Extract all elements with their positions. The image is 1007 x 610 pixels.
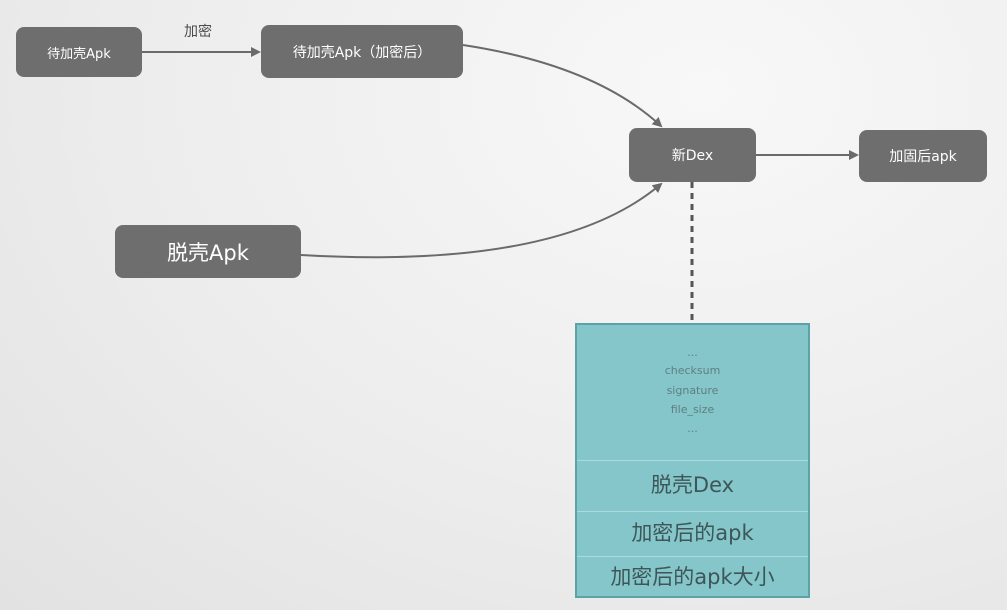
- node-hardened-apk-label: 加固后apk: [889, 149, 957, 165]
- node-shell-apk-label: 脱壳Apk: [167, 240, 249, 265]
- node-shell-apk: 脱壳Apk: [115, 225, 301, 278]
- node-unpacked-apk-label: 待加壳Apk: [47, 46, 111, 62]
- arrow-shell-to-dex: [300, 182, 663, 259]
- dex-field-ellipsis-bottom: ...: [687, 422, 698, 435]
- dex-structure-box: ... checksum signature file_size ... 脱壳D…: [575, 323, 810, 598]
- dex-divider-2: [577, 511, 808, 512]
- dex-field-checksum: checksum: [664, 364, 721, 377]
- dex-field-file-size: file_size: [670, 403, 715, 416]
- dex-field-signature: signature: [666, 384, 719, 397]
- dex-section-shell-dex: 脱壳Dex: [650, 473, 735, 497]
- dex-section-encrypted-apk: 加密后的apk: [631, 521, 754, 545]
- node-new-dex-label: 新Dex: [671, 148, 714, 164]
- node-new-dex: 新Dex: [629, 128, 756, 182]
- dex-divider-1: [577, 460, 808, 461]
- dex-section-encrypted-apk-size: 加密后的apk大小: [610, 565, 775, 589]
- node-unpacked-apk: 待加壳Apk: [16, 27, 142, 77]
- node-encrypted-apk: 待加壳Apk（加密后）: [261, 25, 463, 78]
- node-hardened-apk: 加固后apk: [859, 130, 987, 182]
- node-encrypted-apk-label: 待加壳Apk（加密后）: [292, 44, 432, 61]
- edge-label-encrypt: 加密: [184, 24, 212, 40]
- arrow-encrypted-to-dex: [462, 44, 663, 128]
- dex-field-ellipsis-top: ...: [687, 346, 698, 359]
- dex-divider-3: [577, 556, 808, 557]
